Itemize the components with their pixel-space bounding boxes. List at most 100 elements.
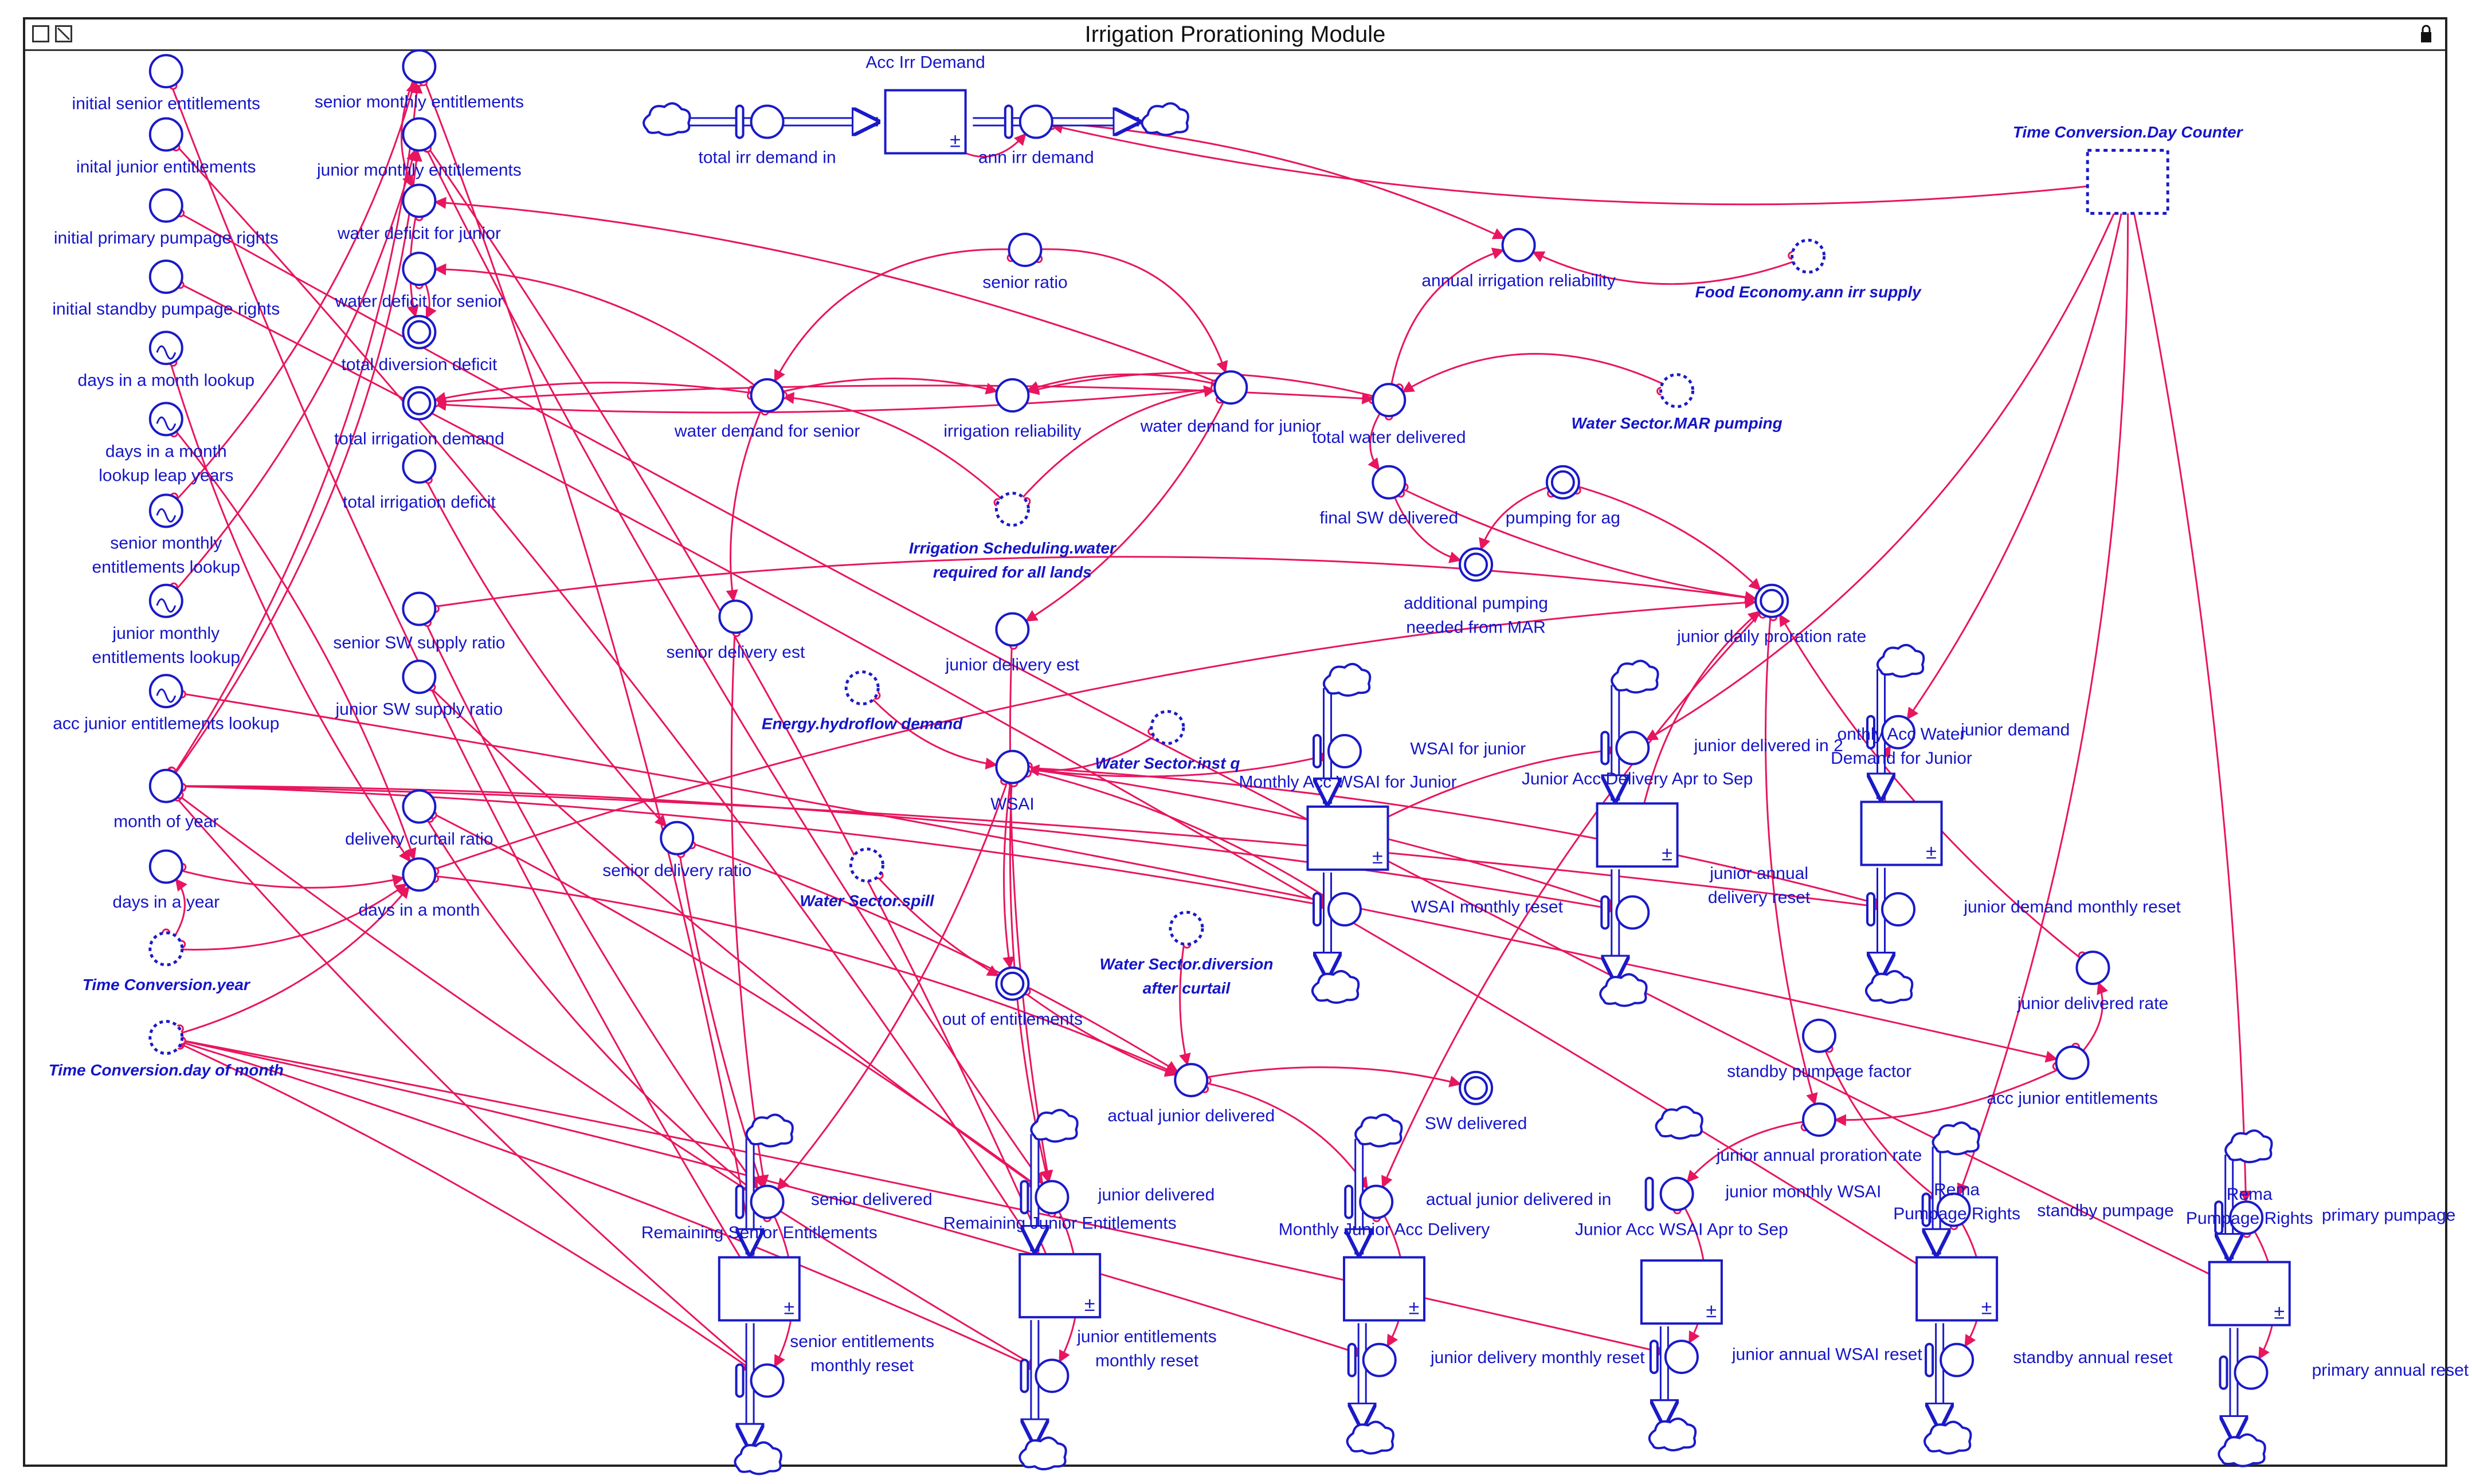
node-wsai[interactable]: [995, 749, 1030, 784]
connector-link[interactable]: [1834, 1062, 2073, 1126]
connector-link[interactable]: [418, 134, 1055, 1273]
node-wfj[interactable]: [1313, 734, 1362, 768]
node-tidf[interactable]: [402, 449, 437, 484]
node-dim_lk[interactable]: [148, 331, 183, 366]
connector-link[interactable]: [166, 1037, 1366, 1358]
connector-link[interactable]: [165, 81, 423, 787]
connector-link[interactable]: [866, 864, 1000, 977]
node-jdr[interactable]: [2075, 951, 2110, 986]
connector-link[interactable]: [166, 205, 2236, 1287]
node-pp[interactable]: [2214, 1200, 2264, 1235]
node-tcdc[interactable]: [2086, 148, 2169, 215]
connector-link[interactable]: [418, 466, 667, 827]
connector-link[interactable]: [419, 556, 1757, 610]
node-swd[interactable]: [1459, 1070, 1494, 1105]
connector-link[interactable]: [1012, 766, 1885, 908]
connector-link[interactable]: [166, 785, 1330, 910]
node-japr[interactable]: [1802, 1102, 1836, 1137]
node-rje[interactable]: ±: [1018, 1253, 1102, 1318]
node-jmw[interactable]: [1644, 1176, 1694, 1211]
node-tcy[interactable]: [148, 931, 184, 967]
connector-link[interactable]: [165, 785, 1040, 1369]
node-rse[interactable]: ±: [718, 1256, 801, 1322]
node-wss[interactable]: [849, 847, 884, 883]
node-wds[interactable]: [402, 252, 437, 286]
node-annirr[interactable]: [1004, 104, 1053, 139]
connector-link[interactable]: [165, 785, 756, 1371]
node-tdd[interactable]: [402, 315, 437, 350]
node-init_sen[interactable]: [148, 54, 183, 89]
window-menu-icon[interactable]: [32, 25, 49, 42]
connector-link[interactable]: [774, 248, 1025, 383]
connector-link[interactable]: [726, 395, 768, 602]
connector-link[interactable]: [418, 608, 759, 1190]
connector-link[interactable]: [165, 134, 1052, 1274]
node-jme[interactable]: [402, 117, 437, 152]
node-mawj[interactable]: ±: [1306, 805, 1389, 871]
node-sswr[interactable]: [402, 591, 437, 626]
node-ooe[interactable]: [995, 966, 1030, 1001]
connector-link[interactable]: [418, 806, 756, 1193]
node-ehd[interactable]: [844, 670, 880, 706]
connector-link[interactable]: [418, 596, 1757, 876]
connector-link[interactable]: [434, 263, 768, 396]
node-sbp[interactable]: [1921, 1192, 1971, 1227]
connector-link[interactable]: [1381, 600, 1773, 1188]
connector-link[interactable]: [1388, 248, 1505, 401]
node-irel[interactable]: [995, 378, 1030, 413]
connector-link[interactable]: [1906, 182, 2129, 720]
node-tcdm[interactable]: [148, 1020, 184, 1055]
connector-link[interactable]: [433, 382, 767, 404]
connector-link[interactable]: [1036, 121, 1506, 240]
node-sdr[interactable]: [660, 820, 695, 855]
connector-link[interactable]: [1531, 251, 1809, 285]
node-moy[interactable]: [148, 768, 183, 803]
node-init_pri[interactable]: [148, 188, 183, 223]
node-isch[interactable]: [994, 492, 1030, 527]
node-jdpr[interactable]: [1754, 583, 1789, 618]
connector-link[interactable]: [165, 149, 422, 787]
node-ajd[interactable]: [1174, 1063, 1209, 1098]
connector-link[interactable]: [166, 883, 408, 951]
connector-link[interactable]: [1012, 983, 1177, 1077]
node-wdj2[interactable]: [1213, 370, 1248, 405]
connector-link[interactable]: [1388, 481, 1757, 603]
node-jdl[interactable]: [1020, 1180, 1069, 1215]
connector-link[interactable]: [165, 347, 411, 863]
connector-link[interactable]: [1179, 928, 1191, 1066]
node-sar[interactable]: [1925, 1342, 1975, 1377]
node-sr[interactable]: [1008, 233, 1043, 268]
node-dim_leap[interactable]: [148, 402, 183, 437]
connector-link[interactable]: [166, 1037, 1039, 1371]
connector-link[interactable]: [1562, 481, 1761, 591]
connector-link[interactable]: [1191, 1079, 1369, 1189]
connector-link[interactable]: [1764, 600, 1818, 1106]
node-tid[interactable]: [402, 386, 437, 421]
node-wsd[interactable]: [1169, 910, 1204, 946]
connector-link[interactable]: [1645, 181, 2129, 741]
connector-link[interactable]: [418, 134, 1044, 1185]
connector-link[interactable]: [676, 837, 1179, 1073]
lock-icon[interactable]: [2420, 24, 2432, 44]
connector-link[interactable]: [166, 886, 410, 1039]
connector-link[interactable]: [1818, 1035, 1942, 1202]
connector-link[interactable]: [166, 1037, 1667, 1357]
node-dcr[interactable]: [402, 789, 437, 824]
connector-link[interactable]: [861, 687, 998, 770]
connector-link[interactable]: [166, 866, 405, 889]
node-tirr[interactable]: [735, 104, 785, 139]
connector-link[interactable]: [1009, 629, 1053, 1183]
connector-link[interactable]: [1002, 767, 1015, 969]
node-jadr[interactable]: [1600, 895, 1650, 930]
node-ajel[interactable]: [148, 674, 183, 709]
window-minimize-icon[interactable]: [55, 25, 72, 42]
node-wsiq[interactable]: [1150, 710, 1185, 745]
connector-link[interactable]: [1026, 373, 1231, 393]
connector-link[interactable]: [1686, 1118, 1820, 1183]
node-wdj[interactable]: [402, 183, 437, 218]
connector-link[interactable]: [419, 873, 1178, 1075]
node-air[interactable]: ±: [884, 89, 967, 155]
node-jdmr2[interactable]: [1347, 1342, 1397, 1377]
connector-link[interactable]: [1401, 353, 1678, 393]
node-dim[interactable]: [402, 857, 437, 892]
